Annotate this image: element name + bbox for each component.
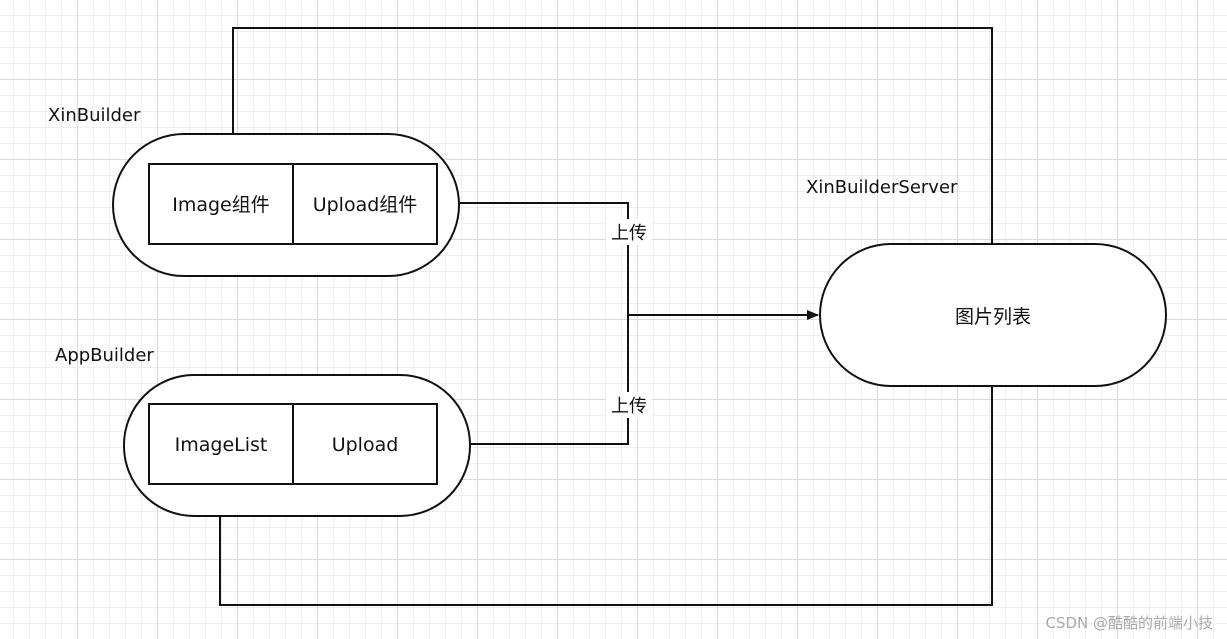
image-component-label: Image组件 [172, 194, 270, 216]
csdn-watermark: CSDN @酷酷的前端小技 [1045, 614, 1213, 632]
appbuilder-title: AppBuilder [55, 345, 154, 366]
edge-label-xin-upload: 上传 [611, 223, 647, 244]
edge-app-upload [470, 315, 629, 445]
imagelist-box [148, 403, 294, 485]
edge-label-bg-app [606, 392, 652, 418]
image-list-node-label: 图片列表 [955, 306, 1031, 328]
upload-component-label: Upload组件 [313, 194, 418, 216]
upload-component-box [292, 163, 438, 245]
edge-label-app-upload: 上传 [611, 396, 647, 417]
upload-label: Upload [332, 434, 399, 456]
image-list-node [819, 243, 1167, 387]
edge-label-bg-xin [606, 219, 652, 245]
edge-server-to-imagelist [215, 387, 993, 606]
server-title: XinBuilderServer [806, 177, 958, 198]
edge-server-to-image-component [228, 27, 993, 244]
edge-xin-upload [459, 202, 629, 315]
xinbuilder-title: XinBuilder [48, 105, 141, 126]
connectors [215, 27, 993, 606]
imagelist-label: ImageList [175, 434, 268, 456]
upload-box [292, 403, 438, 485]
